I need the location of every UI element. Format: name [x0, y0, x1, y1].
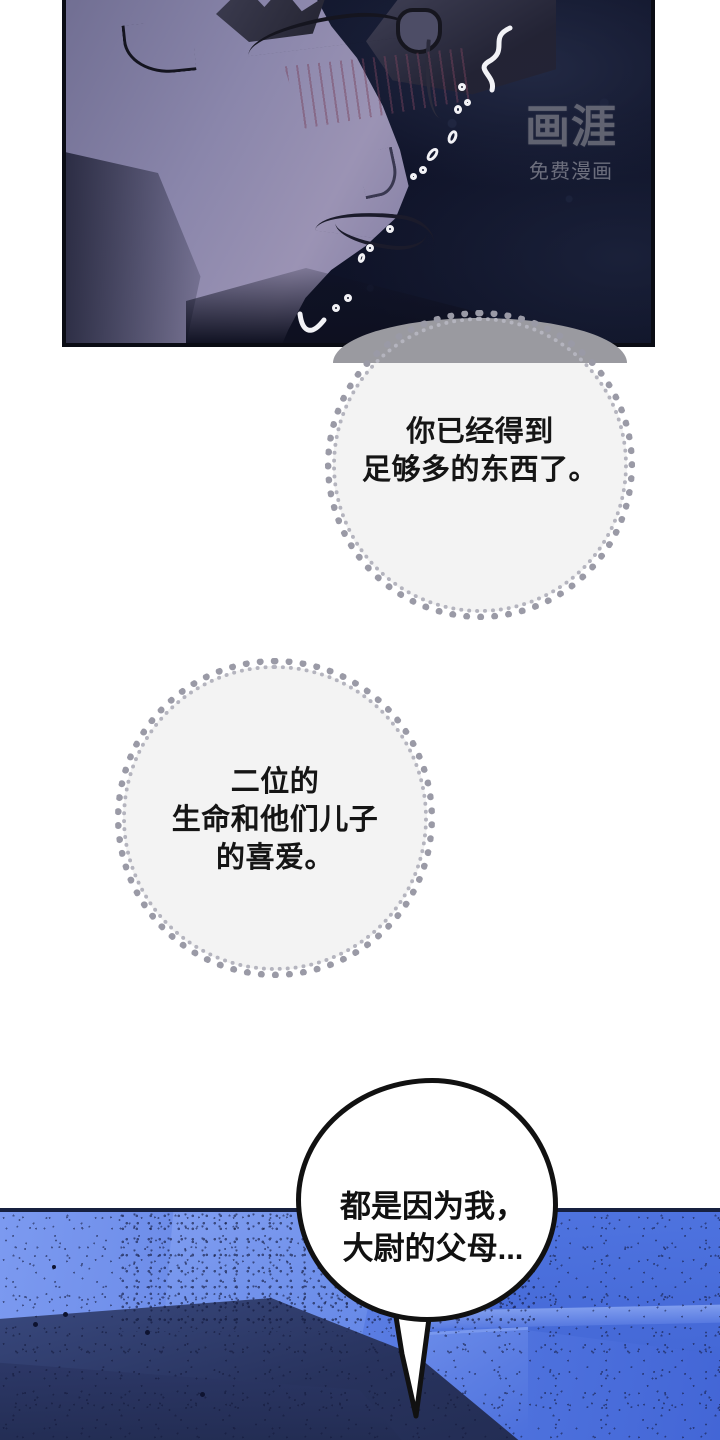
sweat-drop	[410, 173, 417, 180]
sweat-drop	[332, 304, 340, 312]
sweat-drop	[366, 244, 374, 252]
bubble-3-line-1: 都是因为我，	[340, 1189, 526, 1225]
bubble-2-line-1: 二位的	[230, 765, 320, 798]
floor-pebble	[145, 1330, 150, 1335]
sweat-drop	[454, 105, 462, 114]
sweat-drop	[464, 99, 471, 106]
watermark-main-text: 画涯	[524, 101, 617, 152]
bubble-dotted-border	[325, 310, 635, 620]
bubble-1-line-1: 你已经得到	[406, 415, 554, 448]
floor-pebble	[200, 1392, 205, 1397]
floor-pebble	[63, 1312, 68, 1317]
sweat-squiggle-icon	[481, 25, 513, 93]
watermark: 画涯 免费漫画	[509, 104, 633, 184]
floor-pebble	[52, 1265, 56, 1269]
sweat-check-icon	[297, 311, 327, 333]
floor-pebble	[33, 1322, 38, 1327]
bubble-dotted-border-inner	[122, 665, 428, 971]
sweat-drop	[344, 294, 352, 302]
sweat-drop	[386, 225, 394, 233]
thought-bubble-2: 二位的 生命和他们儿子 的喜爱。	[115, 658, 435, 978]
bubble-3-text: 都是因为我， 大尉的父母...	[307, 1111, 559, 1345]
speech-bubble-3: 都是因为我， 大尉的父母...	[296, 1078, 558, 1322]
glasses-bridge	[396, 8, 442, 54]
sweat-drop	[458, 83, 466, 91]
glasses-lens-line	[244, 5, 418, 57]
bubble-dotted-border	[115, 658, 435, 978]
bubble-dotted-border-inner	[332, 317, 628, 613]
glasses	[244, 0, 486, 119]
thought-bubble-1: 你已经得到 足够多的东西了。	[325, 310, 635, 620]
bubble-1-line-2: 足够多的东西了。	[361, 454, 598, 486]
lips	[314, 204, 438, 254]
bubble-2-line-2: 生命和他们儿子	[171, 803, 379, 836]
bubble-2-text: 二位的 生命和他们儿子 的喜爱。	[115, 660, 435, 980]
bubble-1-text: 你已经得到 足够多的东西了。	[325, 296, 635, 606]
watermark-sub-text: 免费漫画	[529, 161, 613, 183]
panel-top: 画涯 免费漫画	[62, 0, 655, 347]
sweat-drop	[419, 166, 427, 174]
bubble-2-line-3: 的喜爱。	[215, 842, 334, 875]
bubble-3-line-2: 大尉的父母...	[342, 1231, 524, 1266]
